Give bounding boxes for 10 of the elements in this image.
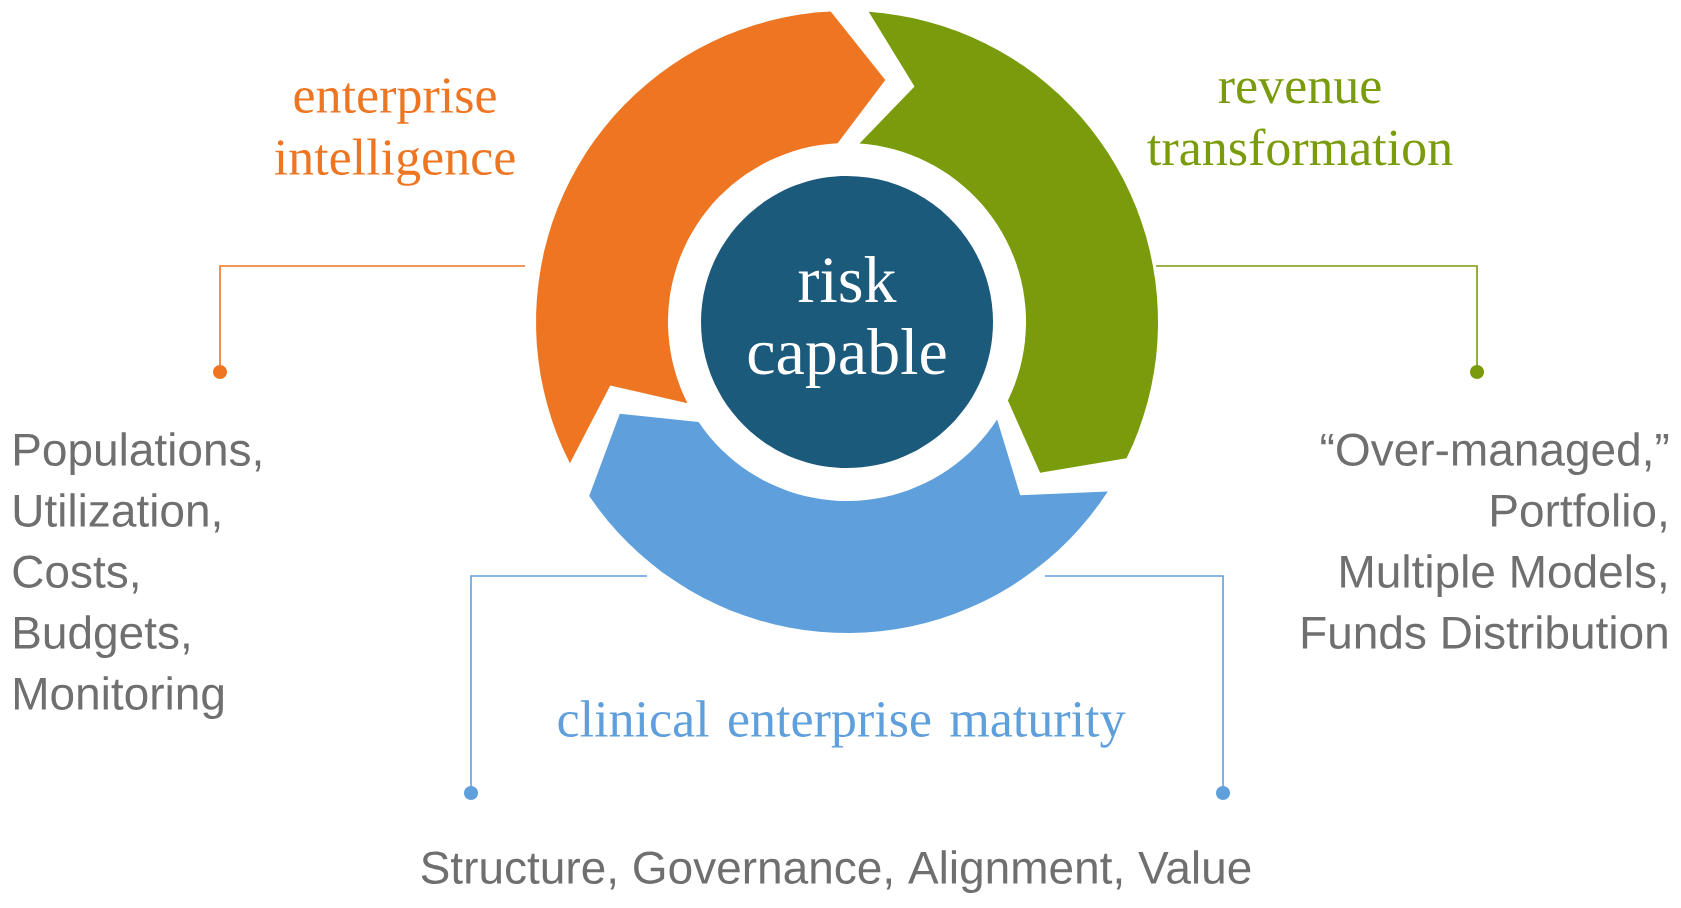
- leader-line: [464, 575, 648, 800]
- segment-heading: clinical enterprise maturity: [558, 700, 1126, 748]
- item-list: Structure, Governance, Alignment, Value: [421, 850, 1251, 894]
- leader-line: [1044, 575, 1230, 800]
- item-list: Populations, Utilization, Costs, Budgets, Monitoring: [13, 432, 261, 720]
- leader-line: [213, 265, 526, 379]
- item-list: “Over-managed,” Portfolio, Multiple Models, Funds Distribution: [1302, 432, 1669, 649]
- segment-heading: enterprise intelligence: [274, 78, 515, 186]
- segment-heading: revenue transformation: [1147, 78, 1453, 166]
- leader-line: [1155, 265, 1484, 379]
